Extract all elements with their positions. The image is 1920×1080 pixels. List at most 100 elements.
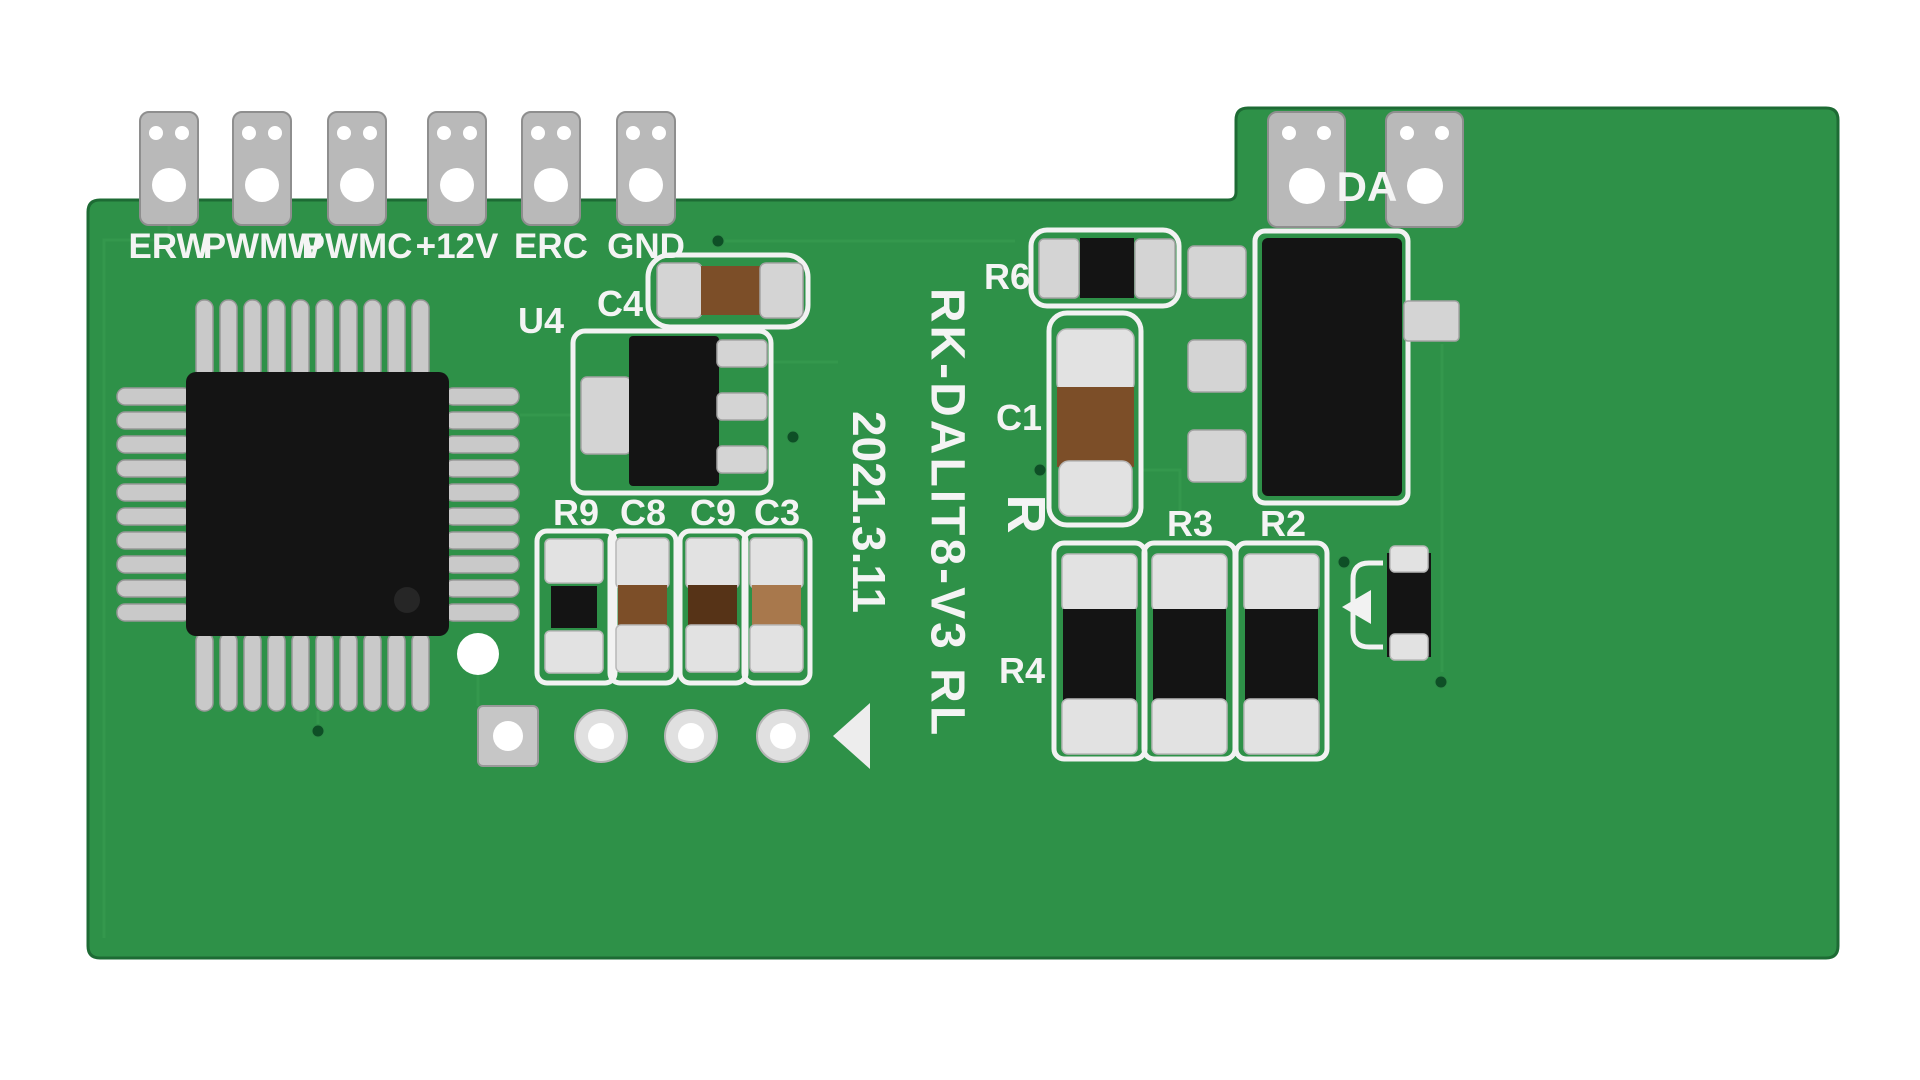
terminal-label-12v: +12V <box>416 227 499 266</box>
chip-lead <box>363 632 382 712</box>
c8-body <box>618 585 667 628</box>
component-r6: R6 <box>984 227 1182 309</box>
r9-silkscreen-outline <box>534 528 618 686</box>
r2-silkscreen-outline <box>1233 540 1330 762</box>
chip-lead <box>411 632 430 712</box>
power-ic-body <box>1262 238 1402 496</box>
terminal-label-erw: ERW <box>128 227 209 266</box>
ref-c4-label: C4 <box>597 283 643 324</box>
component-r3: R3 <box>1141 503 1238 762</box>
diode-cap <box>1389 633 1429 661</box>
u4-silkscreen-outline <box>570 328 774 496</box>
component-c4: C4 <box>597 252 811 330</box>
c1-body <box>1057 387 1134 467</box>
copper-trace <box>102 225 171 938</box>
terminal-pad <box>1267 111 1346 228</box>
r6-pad <box>1038 238 1080 299</box>
chip-lead <box>444 603 520 622</box>
c4-pad <box>656 262 703 319</box>
c3-pad <box>749 537 804 589</box>
silkscreen-board-name: RK-DALIT8-V3 RL <box>921 288 974 738</box>
r3-pad <box>1151 553 1228 612</box>
c8-silkscreen-outline <box>607 528 679 686</box>
chip-lead <box>243 299 262 379</box>
chip-lead <box>243 632 262 712</box>
chip-lead <box>387 632 406 712</box>
r6-silkscreen-outline <box>1028 227 1182 309</box>
component-c9: C9 <box>677 492 749 686</box>
r6-body <box>1080 238 1134 298</box>
r9-body <box>551 586 597 628</box>
ref-r2-label: R2 <box>1260 503 1306 544</box>
chip-lead <box>219 632 238 712</box>
diode-cap <box>1389 545 1429 573</box>
u4-pad <box>716 339 768 368</box>
ref-c3-label: C3 <box>754 492 800 533</box>
r4-body <box>1063 609 1136 701</box>
ref-u4-label: U4 <box>518 300 564 341</box>
component-power-ic <box>1187 228 1460 506</box>
right-terminals: DA <box>1267 111 1464 228</box>
ref-r4-label: R4 <box>999 650 1045 691</box>
r6-pad <box>1134 238 1176 299</box>
via <box>311 724 325 738</box>
power-ic-pad <box>1187 339 1247 393</box>
qfp-body <box>186 372 449 636</box>
r3-pad <box>1151 698 1228 755</box>
ref-c8-label: C8 <box>620 492 666 533</box>
r9-pad <box>544 630 604 674</box>
terminal-pad <box>616 111 676 226</box>
c3-body <box>752 585 801 628</box>
chip-lead <box>339 299 358 379</box>
c4-silkscreen-outline <box>645 252 811 330</box>
ref-c1-label: C1 <box>996 397 1042 438</box>
terminal-label-pwmc: PWMC <box>302 227 413 266</box>
terminal-label-pwmw: PWMW <box>203 227 322 266</box>
qfp-pin1-dot <box>394 587 420 613</box>
r4-pad <box>1061 553 1138 612</box>
chip-lead <box>315 632 334 712</box>
terminal-pad <box>327 111 387 226</box>
arrow-mark <box>833 703 870 769</box>
c9-pad <box>685 624 740 673</box>
ref-r-label: R <box>996 495 1056 534</box>
main-qfp-chip <box>116 299 520 712</box>
terminal-pad <box>1385 111 1464 228</box>
power-ic-silkscreen-outline <box>1252 228 1411 506</box>
c8-pad <box>615 537 670 589</box>
pad-hole <box>588 723 614 749</box>
chip-lead <box>444 459 520 478</box>
chip-lead <box>267 632 286 712</box>
component-diode <box>1342 545 1431 661</box>
ref-r9-label: R9 <box>553 492 599 533</box>
chip-lead <box>444 579 520 598</box>
power-ic-tab <box>1403 300 1460 342</box>
terminal-pad <box>521 111 581 226</box>
component-c3: C3 <box>741 492 813 686</box>
c1-cap <box>1058 460 1133 517</box>
chip-lead <box>444 435 520 454</box>
vias <box>311 234 1448 738</box>
chip-lead <box>116 507 192 526</box>
ref-c9-label: C9 <box>690 492 736 533</box>
chip-lead <box>411 299 430 379</box>
chip-lead <box>116 555 192 574</box>
c8-pad <box>615 624 670 673</box>
u4-pad <box>716 392 768 421</box>
chip-lead <box>444 387 520 406</box>
chip-lead <box>444 483 520 502</box>
c9-body <box>688 585 737 628</box>
terminal-pad <box>139 111 199 226</box>
r2-body <box>1245 609 1318 701</box>
chip-lead <box>291 299 310 379</box>
c3-silkscreen-outline <box>741 528 813 686</box>
diode-arrow-mark <box>1342 590 1371 624</box>
r2-pad <box>1243 698 1320 755</box>
chip-lead <box>195 632 214 712</box>
chip-lead <box>195 299 214 379</box>
component-r9: R9 <box>534 492 618 686</box>
ref-r3-label: R3 <box>1167 503 1213 544</box>
chip-lead <box>116 483 192 502</box>
chip-lead <box>116 387 192 406</box>
c1-cap <box>1056 328 1135 394</box>
